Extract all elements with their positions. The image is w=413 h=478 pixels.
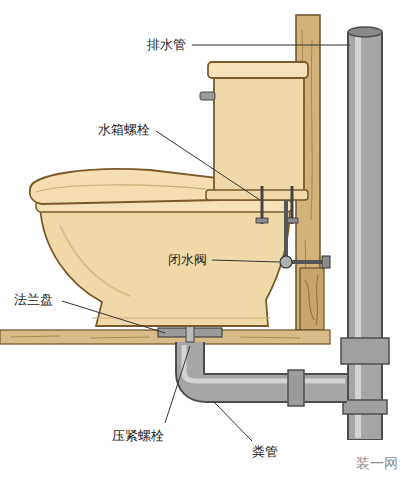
toilet-tank (208, 62, 308, 78)
part-label: 法兰盘 (14, 292, 53, 308)
toilet-tank (200, 92, 215, 100)
toilet-seat (30, 169, 218, 204)
leader-lines (62, 45, 350, 441)
wall (300, 268, 324, 330)
watermark: 装一网 (356, 455, 398, 471)
leader-lines (165, 346, 190, 423)
drain-pipe (349, 33, 381, 439)
part-label: 排水管 (147, 37, 186, 53)
soil-pipe (184, 342, 347, 406)
part-label: 压紧螺栓 (112, 428, 164, 444)
shutoff-valve (286, 200, 322, 262)
leader-lines (62, 301, 165, 333)
shutoff-valve (280, 200, 330, 268)
tank-bolts (256, 218, 268, 223)
shutoff-valve (280, 256, 292, 268)
part-label: 水箱螺栓 (98, 122, 150, 138)
toilet-seat (36, 185, 214, 192)
leader-lines (192, 45, 350, 46)
soil-pipe (288, 370, 304, 406)
drain-pipe (341, 27, 389, 440)
toilet-bowl (36, 200, 292, 326)
toilet-tank (200, 62, 308, 200)
toilet-tank (214, 74, 304, 196)
toilet-bowl (60, 225, 130, 296)
toilet-seat (30, 169, 218, 204)
drain-pipe (348, 27, 382, 37)
leader-lines (212, 260, 279, 262)
shutoff-valve (322, 256, 330, 268)
drain-pipe (347, 32, 383, 440)
part-label: 粪管 (252, 444, 278, 460)
wall (305, 275, 318, 325)
tank-bolts (256, 186, 298, 224)
drain-pipe (343, 400, 387, 414)
part-label: 闭水阀 (168, 252, 207, 268)
floor (10, 336, 300, 338)
leader-lines (214, 402, 252, 441)
toilet-bowl (40, 205, 290, 326)
drain-pipe (341, 338, 389, 364)
leader-lines (156, 131, 260, 200)
drain-pipe (355, 34, 361, 438)
soil-pipe (184, 345, 345, 381)
